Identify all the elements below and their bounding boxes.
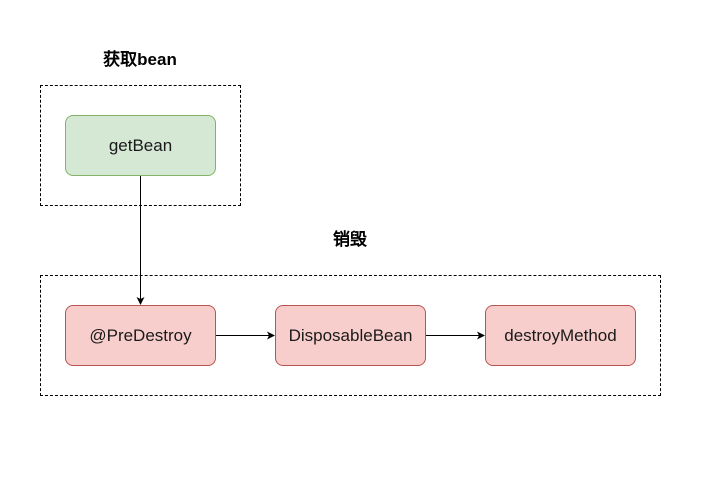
get-bean-node: getBean <box>65 115 216 176</box>
destroy-method-node: destroyMethod <box>485 305 636 366</box>
disposable-bean-node: DisposableBean <box>275 305 426 366</box>
get-bean-group-title: 获取bean <box>103 50 177 69</box>
pre-destroy-node: @PreDestroy <box>65 305 216 366</box>
destroy-group-box <box>40 275 661 396</box>
destroy-group-title: 销毁 <box>333 230 367 249</box>
